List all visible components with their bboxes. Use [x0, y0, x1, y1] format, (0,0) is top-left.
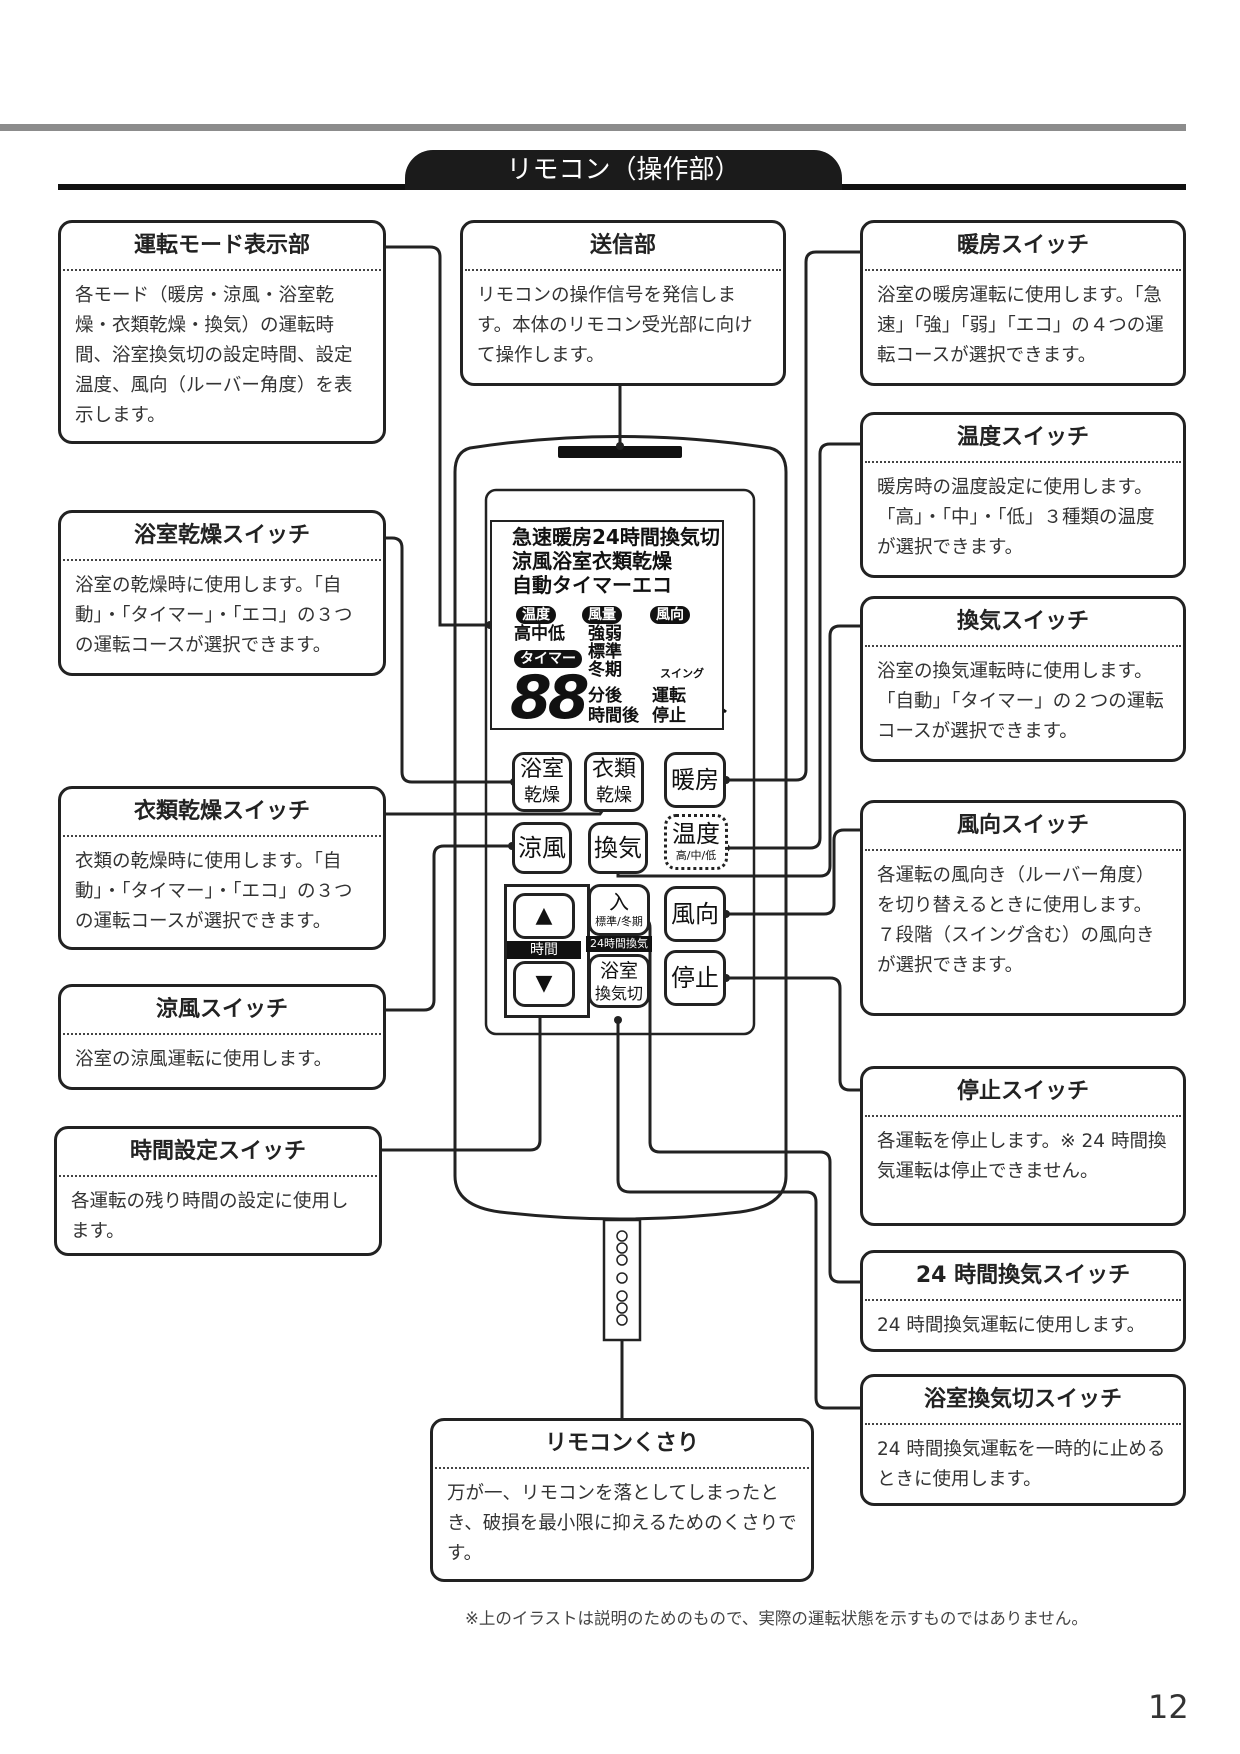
- callout-title: 24 時間換気スイッチ: [865, 1253, 1181, 1301]
- lcd-unit-1: 分後: [588, 686, 622, 706]
- lcd-temp-label: 温度: [516, 606, 556, 624]
- callout-title: 停止スイッチ: [865, 1069, 1181, 1117]
- callout-cool: 涼風スイッチ 浴室の涼風運転に使用します。: [58, 984, 386, 1090]
- callout-title: 衣類乾燥スイッチ: [63, 789, 381, 837]
- callout-body: 浴室の暖房運転に使用します。「急速」「強」「弱」「エコ」の４つの運転コースが選択…: [877, 285, 1164, 366]
- lcd-line-3: 自動タイマーエコ: [512, 573, 672, 597]
- callout-title: 浴室換気切スイッチ: [865, 1377, 1181, 1425]
- time-up-button[interactable]: ▲: [513, 893, 575, 939]
- lcd-swing: スイング: [660, 667, 704, 680]
- lcd-digits: 88: [510, 663, 589, 733]
- callout-body: 24 時間換気運転に使用します。: [877, 1315, 1146, 1336]
- callout-title: 換気スイッチ: [865, 599, 1181, 647]
- callout-title: 浴室乾燥スイッチ: [63, 513, 381, 561]
- callout-title: リモコンくさり: [435, 1421, 809, 1469]
- cool-button[interactable]: 涼風: [512, 822, 572, 874]
- callout-heating: 暖房スイッチ 浴室の暖房運転に使用します。「急速」「強」「弱」「エコ」の４つの運…: [860, 220, 1186, 386]
- direction-button[interactable]: 風向: [664, 886, 726, 942]
- bath-dry-button-line2: 乾燥: [524, 785, 560, 806]
- lcd-op-1: 運転: [652, 686, 686, 706]
- callout-body: 衣類の乾燥時に使用します。「自動」・「タイマー」・「エコ」の３つの運転コースが選…: [75, 851, 353, 932]
- lcd-temp-values: 高中低: [514, 624, 565, 644]
- callout-body: 浴室の涼風運転に使用します。: [75, 1049, 333, 1070]
- lcd-air-3: 冬期: [588, 660, 622, 680]
- lcd-op-2: 停止: [652, 706, 686, 726]
- lcd-air-label: 風量: [582, 606, 622, 624]
- triangle-up-icon: ▲: [535, 903, 553, 928]
- callout-title: 時間設定スイッチ: [59, 1129, 377, 1177]
- bath-dry-button[interactable]: 浴室 乾燥: [512, 752, 572, 812]
- callout-body: リモコンの操作信号を発信します。本体のリモコン受光部に向けて操作します。: [477, 285, 753, 366]
- callout-body: 各運転の残り時間の設定に使用します。: [71, 1191, 349, 1242]
- callout-title: 温度スイッチ: [865, 415, 1181, 463]
- callout-body: 浴室の乾燥時に使用します。「自動」・「タイマー」・「エコ」の３つの運転コースが選…: [75, 575, 353, 656]
- vent24-on-sub: 標準/冬期: [595, 915, 643, 928]
- callout-mode-display: 運転モード表示部 各モード（暖房・涼風・浴室乾燥・衣類乾燥・換気）の運転時間、浴…: [58, 220, 386, 444]
- time-label: 時間: [507, 941, 581, 959]
- callout-body: 各モード（暖房・涼風・浴室乾燥・衣類乾燥・換気）の運転時間、浴室換気切の設定時間…: [75, 285, 353, 426]
- callout-body: 浴室の換気運転時に使用します。「自動」「タイマー」の２つの運転コースが選択できま…: [877, 661, 1164, 742]
- bath-dry-button-line1: 浴室: [519, 757, 564, 782]
- lcd-unit-2: 時間後: [588, 706, 639, 726]
- lcd-display: 急速暖房24時間換気切 涼風浴室衣類乾燥 自動タイマーエコ 温度 高中低 風量 …: [490, 520, 724, 730]
- callout-direction: 風向スイッチ 各運転の風向き（ルーバー角度）を切り替えるときに使用します。７段階…: [860, 800, 1186, 1016]
- clothes-dry-button[interactable]: 衣類 乾燥: [584, 752, 644, 812]
- top-gray-bar: [0, 124, 1186, 131]
- callout-body: 24 時間換気運転を一時的に止めるときに使用します。: [877, 1439, 1166, 1490]
- lcd-dir-label: 風向: [650, 606, 690, 624]
- time-down-button[interactable]: ▼: [513, 961, 575, 1007]
- lcd-air-2: 標準: [588, 642, 622, 662]
- vent24-on-button[interactable]: 入 標準/冬期: [588, 884, 650, 936]
- heating-button[interactable]: 暖房: [664, 752, 726, 808]
- callout-title: 涼風スイッチ: [63, 987, 381, 1035]
- page-number: 12: [1148, 1688, 1189, 1726]
- lcd-timer-label: タイマー: [514, 650, 582, 668]
- callout-title: 暖房スイッチ: [865, 223, 1181, 271]
- lcd-line-1: 急速暖房24時間換気切: [512, 525, 720, 549]
- callout-title: 運転モード表示部: [63, 223, 381, 271]
- callout-clothes-dry: 衣類乾燥スイッチ 衣類の乾燥時に使用します。「自動」・「タイマー」・「エコ」の３…: [58, 786, 386, 950]
- callout-temperature: 温度スイッチ 暖房時の温度設定に使用します。「高」・「中」・「低」３種類の温度が…: [860, 412, 1186, 578]
- callout-stop: 停止スイッチ 各運転を停止します。※ 24 時間換気運転は停止できません。: [860, 1066, 1186, 1226]
- vent24-on-label: 入: [609, 890, 629, 914]
- temperature-button-label: 温度: [672, 820, 720, 848]
- section-title: リモコン（操作部）: [405, 150, 842, 190]
- time-set-block: ▲ 時間 ▼: [504, 884, 590, 1018]
- callout-body: 万が一、リモコンを落としてしまったとき、破損を最小限に抑えるためのくさりです。: [447, 1483, 797, 1564]
- bath-vent-off-line1: 浴室: [599, 960, 638, 982]
- callout-title: 風向スイッチ: [865, 803, 1181, 851]
- callout-ventilation: 換気スイッチ 浴室の換気運転時に使用します。「自動」「タイマー」の２つの運転コー…: [860, 596, 1186, 762]
- callout-body: 各運転を停止します。※ 24 時間換気運転は停止できません。: [877, 1131, 1167, 1182]
- lcd-line-2: 涼風浴室衣類乾燥: [512, 549, 672, 573]
- callout-bath-vent-off: 浴室換気切スイッチ 24 時間換気運転を一時的に止めるときに使用します。: [860, 1374, 1186, 1506]
- lcd-air-1: 強弱: [588, 624, 622, 644]
- callout-vent24: 24 時間換気スイッチ 24 時間換気運転に使用します。: [860, 1250, 1186, 1352]
- vent24-label: 24時間換気: [586, 936, 652, 952]
- triangle-down-icon: ▼: [535, 971, 553, 996]
- callout-time-set: 時間設定スイッチ 各運転の残り時間の設定に使用します。: [54, 1126, 382, 1256]
- callout-body: 各運転の風向き（ルーバー角度）を切り替えるときに使用します。７段階（スイング含む…: [877, 865, 1155, 976]
- ventilation-button[interactable]: 換気: [588, 822, 648, 874]
- callout-bath-dry: 浴室乾燥スイッチ 浴室の乾燥時に使用します。「自動」・「タイマー」・「エコ」の３…: [58, 510, 386, 676]
- clothes-dry-button-line2: 乾燥: [596, 785, 632, 806]
- callout-body: 暖房時の温度設定に使用します。「高」・「中」・「低」３種類の温度が選択できます。: [877, 477, 1155, 558]
- bath-vent-off-button[interactable]: 浴室 換気切: [588, 954, 650, 1008]
- stop-button[interactable]: 停止: [664, 950, 726, 1006]
- clothes-dry-button-line1: 衣類: [591, 757, 636, 782]
- bath-vent-off-line2: 換気切: [594, 984, 643, 1003]
- temperature-button[interactable]: 温度 高/中/低: [664, 814, 728, 870]
- callout-chain: リモコンくさり 万が一、リモコンを落としてしまったとき、破損を最小限に抑えるため…: [430, 1418, 814, 1582]
- footnote: ※上のイラストは説明のためのもので、実際の運転状態を示すものではありません。: [465, 1609, 1088, 1628]
- callout-transmitter: 送信部 リモコンの操作信号を発信します。本体のリモコン受光部に向けて操作します。: [460, 220, 786, 386]
- callout-title: 送信部: [465, 223, 781, 271]
- temperature-button-sub: 高/中/低: [675, 849, 717, 862]
